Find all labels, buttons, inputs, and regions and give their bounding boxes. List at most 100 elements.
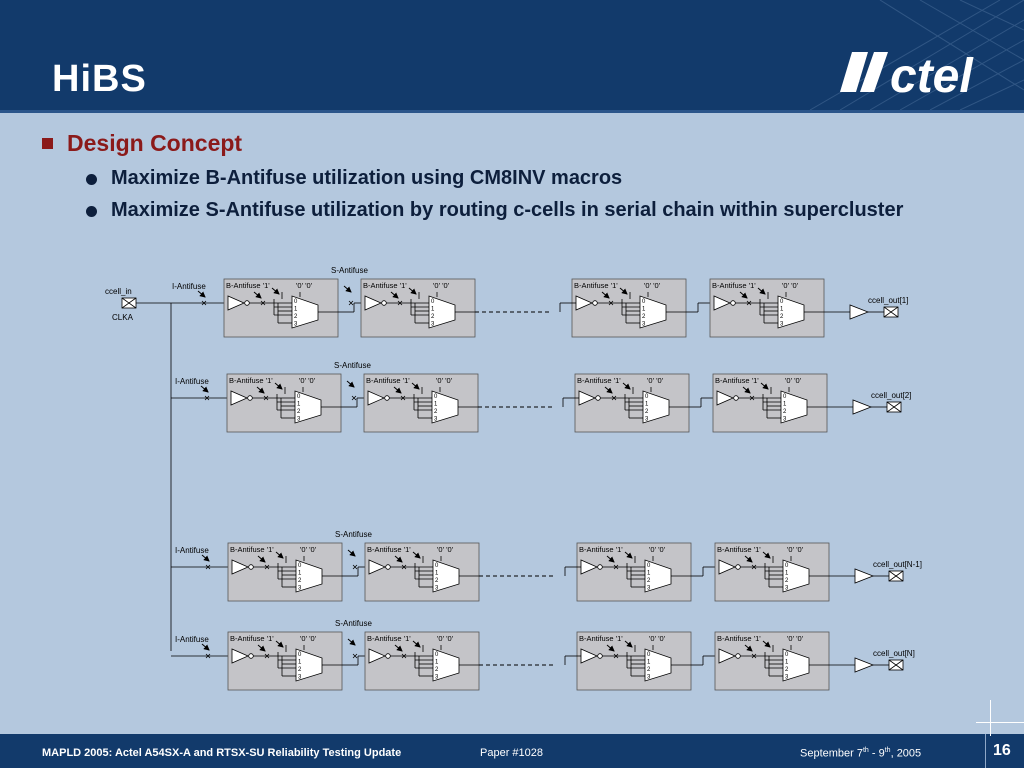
antifuse-x-mark xyxy=(608,300,614,306)
mux-input-label: 2 xyxy=(647,667,651,673)
c-cell-zero-label: '0' '0' xyxy=(436,376,453,385)
mux-symbol xyxy=(428,295,456,329)
pad-cross xyxy=(888,659,904,671)
mux-input-label: 1 xyxy=(780,307,784,313)
mux-input-label: 3 xyxy=(298,675,302,681)
c-cell-b-antifuse-label: B-Antifuse '1' xyxy=(579,634,623,643)
antifuse-x-mark xyxy=(401,564,407,570)
mux-symbol xyxy=(644,559,672,593)
slide-title: HiBS xyxy=(52,58,147,100)
inverter-symbol xyxy=(368,648,386,664)
c-cell-box xyxy=(714,542,830,602)
svg-text:ctel: ctel xyxy=(890,50,974,98)
i-antifuse-label: I-Antifuse xyxy=(175,377,209,386)
page-number: 16 xyxy=(993,742,1011,759)
c-cell-zero-label: '0' '0' xyxy=(300,545,317,554)
inverter-bubble xyxy=(247,395,253,401)
antifuse-pointer-arrow xyxy=(275,551,284,559)
c-cell-box xyxy=(227,542,343,602)
ccell-in-label: ccell_in xyxy=(105,287,132,296)
s-antifuse-label: S-Antifuse xyxy=(335,530,372,539)
inverter-bubble xyxy=(384,395,390,401)
antifuse-x-mark xyxy=(751,653,757,659)
antifuse-pointer-arrow xyxy=(274,382,283,390)
square-bullet-icon xyxy=(42,138,53,149)
mux-input-label: 1 xyxy=(785,571,789,577)
inverter-bubble xyxy=(385,653,391,659)
c-cell-box xyxy=(712,373,828,433)
ccell-out-label: ccell_out[1] xyxy=(868,296,908,305)
round-bullet-icon xyxy=(86,174,97,185)
inverter-symbol xyxy=(230,390,248,406)
antifuse-pointer-arrow xyxy=(343,285,352,293)
inverter-bubble xyxy=(592,300,598,306)
antifuse-x-mark xyxy=(348,300,354,306)
antifuse-x-mark xyxy=(263,395,269,401)
footer-date-sup: th xyxy=(884,747,891,754)
mux-input-label: 2 xyxy=(298,578,302,584)
c-cell-b-antifuse-label: B-Antifuse '1' xyxy=(712,281,756,290)
antifuse-pointer-arrow xyxy=(624,551,633,559)
antifuse-x-mark xyxy=(204,395,210,401)
antifuse-pointer-arrow xyxy=(762,551,771,559)
mux-input-label: 0 xyxy=(647,563,651,569)
mux-symbol xyxy=(639,295,667,329)
c-cell-box xyxy=(363,373,479,433)
mux-input-label: 3 xyxy=(294,322,298,328)
mux-input-label: 1 xyxy=(647,571,651,577)
mux-input-label: 2 xyxy=(785,578,789,584)
antifuse-x-mark xyxy=(749,395,755,401)
mux-input-label: 3 xyxy=(785,675,789,681)
mux-input-label: 3 xyxy=(780,322,784,328)
antifuse-x-mark xyxy=(205,564,211,570)
c-cell-zero-label: '0' '0' xyxy=(649,545,666,554)
bullet-sub-1-text: Maximize B-Antifuse utilization using CM… xyxy=(111,167,623,189)
inverter-symbol xyxy=(713,295,731,311)
c-cell-b-antifuse-label: B-Antifuse '1' xyxy=(230,545,274,554)
mux-input-label: 0 xyxy=(435,563,439,569)
antifuse-pointer-arrow xyxy=(394,555,403,563)
s-antifuse-label: S-Antifuse xyxy=(334,361,371,370)
antifuse-pointer-arrow xyxy=(619,287,628,295)
c-cell-b-antifuse-label: B-Antifuse '1' xyxy=(574,281,618,290)
header-bar: HiBS ctel xyxy=(0,0,1024,110)
mux-symbol xyxy=(291,295,319,329)
mux-input-label: 2 xyxy=(642,314,646,320)
mux-symbol xyxy=(780,390,808,424)
antifuse-pointer-arrow xyxy=(742,386,751,394)
mux-input-label: 0 xyxy=(434,394,438,400)
mux-input-label: 1 xyxy=(435,571,439,577)
antifuse-x-mark xyxy=(400,395,406,401)
mux-symbol xyxy=(432,559,460,593)
mux-input-label: 2 xyxy=(434,409,438,415)
antifuse-pointer-arrow xyxy=(271,287,280,295)
mux-input-label: 3 xyxy=(647,675,651,681)
mux-symbol xyxy=(642,390,670,424)
c-cell-b-antifuse-label: B-Antifuse '1' xyxy=(715,376,759,385)
mux-input-label: 0 xyxy=(435,652,439,658)
c-cell-zero-label: '0' '0' xyxy=(437,545,454,554)
antifuse-pointer-arrow xyxy=(412,551,421,559)
mux-input-label: 2 xyxy=(647,578,651,584)
antifuse-x-mark xyxy=(264,564,270,570)
mux-input-label: 1 xyxy=(647,660,651,666)
c-cell-zero-label: '0' '0' xyxy=(782,281,799,290)
c-cell-box xyxy=(709,278,825,338)
c-cell-b-antifuse-label: B-Antifuse '1' xyxy=(226,281,270,290)
c-cell-zero-label: '0' '0' xyxy=(644,281,661,290)
inverter-bubble xyxy=(248,653,254,659)
mux-input-label: 0 xyxy=(785,652,789,658)
inverter-symbol xyxy=(231,559,249,575)
antifuse-x-mark xyxy=(751,564,757,570)
antifuse-pointer-arrow xyxy=(253,291,262,299)
footer-divider xyxy=(985,734,986,768)
c-cell-b-antifuse-label: B-Antifuse '1' xyxy=(366,376,410,385)
s-antifuse-label: S-Antifuse xyxy=(331,266,368,275)
mux-input-label: 3 xyxy=(783,417,787,423)
corner-mark-horizontal xyxy=(976,722,1024,723)
antifuse-pointer-arrow xyxy=(739,291,748,299)
antifuse-pointer-arrow xyxy=(200,385,209,393)
footer-title: MAPLD 2005: Actel A54SX-A and RTSX-SU Re… xyxy=(42,747,402,759)
c-cell-b-antifuse-label: B-Antifuse '1' xyxy=(367,634,411,643)
mux-input-label: 0 xyxy=(647,652,651,658)
